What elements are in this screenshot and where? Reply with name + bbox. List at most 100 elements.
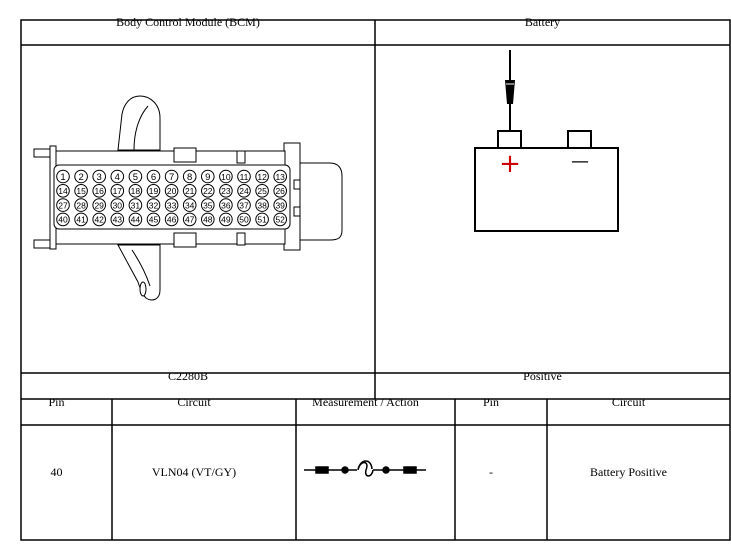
connector-pin-label: 2 <box>78 172 83 183</box>
connector-pin <box>74 212 88 227</box>
connector-pin <box>110 198 125 212</box>
probe-clamp-icon <box>505 80 515 104</box>
connector-pin-label: 35 <box>203 200 213 210</box>
connector-pin <box>146 184 161 198</box>
connector-pin <box>201 212 215 227</box>
col-header-measurement: Measurement / Action <box>312 394 419 409</box>
connector-pin-label: 1 <box>60 172 65 183</box>
connector-pin <box>201 184 215 198</box>
connector-pin-label: 37 <box>239 200 249 210</box>
connector-pin-label: 16 <box>94 186 104 196</box>
connector-pin <box>255 198 269 212</box>
connector-pin-label: 29 <box>94 200 104 210</box>
connector-pin <box>74 198 88 212</box>
connector-pin <box>273 198 288 212</box>
bcm-header: Body Control Module (BCM) <box>116 15 260 29</box>
connector-pin <box>237 198 251 212</box>
connector-pin-label: 10 <box>221 172 231 182</box>
connector-pin-label: 47 <box>185 215 195 225</box>
connector-pin <box>74 169 88 184</box>
connector-pin <box>164 184 179 198</box>
col-header-circuit-b: Circuit <box>611 394 646 409</box>
connector-pin-label: 40 <box>58 215 68 225</box>
connector-pin-label: 25 <box>257 186 267 196</box>
connector-pin-label: 21 <box>185 186 195 196</box>
connector-pin-label: 33 <box>167 200 177 210</box>
connector-pin <box>110 184 125 198</box>
negative-terminal-symbol: — <box>571 150 589 172</box>
cell-pin-b: - <box>489 465 493 479</box>
battery-header: Battery <box>524 15 561 29</box>
connector-pin-label: 14 <box>58 186 68 196</box>
connector-pin-label: 18 <box>131 186 141 196</box>
connector-pin <box>146 212 161 227</box>
connector-pin <box>237 184 251 198</box>
connector-pin <box>92 184 106 198</box>
connector-pin <box>164 198 179 212</box>
connector-pin <box>201 169 215 184</box>
connector-pin-label: 51 <box>257 215 267 225</box>
connector-pin-label: 20 <box>167 186 177 196</box>
connector-pin <box>255 212 269 227</box>
connector-pin-label: 15 <box>76 186 86 196</box>
connector-pin-label: 3 <box>97 172 102 183</box>
connector-pin <box>92 212 106 227</box>
connector-pin-label: 52 <box>275 215 285 225</box>
connector-pin <box>237 212 251 227</box>
connector-pin-label: 46 <box>167 215 177 225</box>
connector-pin-label: 50 <box>239 215 249 225</box>
connector-pin <box>255 169 269 184</box>
connector-pin <box>219 212 233 227</box>
connector-pin-label: 30 <box>113 200 123 210</box>
connector-pin-label: 23 <box>221 186 231 196</box>
connector-pin-label: 32 <box>149 200 159 210</box>
connector-pin <box>128 198 143 212</box>
connector-pin <box>201 198 215 212</box>
connector-pin-label: 44 <box>131 215 141 225</box>
connector-pin <box>56 169 70 184</box>
connector-pin-label: 12 <box>257 172 267 182</box>
connector-pin-label: 8 <box>187 172 192 183</box>
cell-pin-a: 40 <box>50 465 63 479</box>
connector-pin-label: 7 <box>169 172 174 183</box>
connector-pin <box>273 169 288 184</box>
connector-pin-label: 6 <box>151 172 156 183</box>
connector-pin <box>164 212 179 227</box>
connector-pin-label: 19 <box>149 186 159 196</box>
connector-pin <box>128 184 143 198</box>
connector-pin-label: 48 <box>203 215 213 225</box>
connector-pin <box>110 169 125 184</box>
connector-pin <box>146 198 161 212</box>
connector-pin <box>56 184 70 198</box>
positive-terminal-symbol: + <box>499 149 521 179</box>
connector-pin <box>92 198 106 212</box>
connector-pin-label: 49 <box>221 215 231 225</box>
connector-pin <box>273 184 288 198</box>
connector-pin <box>182 169 197 184</box>
connector-pin <box>219 184 233 198</box>
connector-pin <box>219 198 233 212</box>
cell-circuit-b: Battery Positive <box>590 465 667 479</box>
connector-pin-label: 4 <box>115 172 120 183</box>
col-header-pin-a: Pin <box>48 394 65 409</box>
col-header-circuit-a: Circuit <box>177 394 211 409</box>
connector-pin-label: 26 <box>275 186 285 196</box>
connector-pin-label: 28 <box>76 200 86 210</box>
connector-pin-label: 17 <box>113 186 123 196</box>
connector-pin <box>237 169 251 184</box>
connector-pin-label: 43 <box>113 215 123 225</box>
connector-pin-label: 38 <box>257 200 267 210</box>
connector-pin-label: 45 <box>149 215 159 225</box>
connector-pin-label: 34 <box>185 200 195 210</box>
connector-pin <box>56 198 70 212</box>
connector-id: C2280B <box>167 368 208 383</box>
connector-pin <box>128 212 143 227</box>
connector-pin-label: 42 <box>94 215 104 225</box>
connector-pin-label: 41 <box>76 215 86 225</box>
connector-pin <box>219 169 233 184</box>
connector-pin <box>110 212 125 227</box>
